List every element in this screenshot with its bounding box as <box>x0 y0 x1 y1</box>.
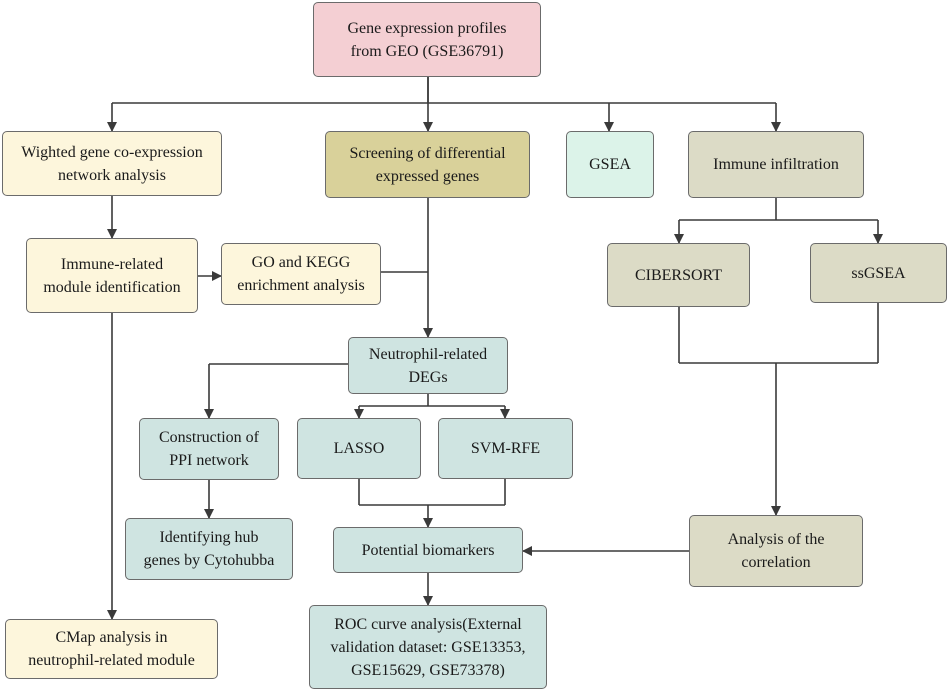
node-module-identification: Immune-related module identification <box>26 238 198 313</box>
node-ppi-label: Construction of PPI network <box>159 429 259 469</box>
node-ssgsea: ssGSEA <box>810 243 947 303</box>
node-go-kegg: GO and KEGG enrichment analysis <box>221 243 381 305</box>
node-ppi-network: Construction of PPI network <box>139 418 279 480</box>
node-neutrophil-degs: Neutrophil-related DEGs <box>348 337 508 394</box>
node-roc-label: ROC curve analysis(External validation d… <box>330 615 526 679</box>
node-immune-label: Immune infiltration <box>713 156 839 173</box>
node-svm-label: SVM-RFE <box>470 440 541 457</box>
node-hub-genes: Identifying hub genes by Cytohubba <box>125 518 293 580</box>
node-degs-label: Screening of differential expressed gene… <box>349 144 506 185</box>
node-cmap-label: CMap analysis in neutrophil-related modu… <box>28 629 195 669</box>
node-hub-label: Identifying hub genes by Cytohubba <box>143 529 275 569</box>
node-correlation-analysis: Analysis of the correlation <box>689 515 863 587</box>
node-correlation-label: Analysis of the correlation <box>727 531 825 571</box>
node-wgcna: Wighted gene co-expression network analy… <box>2 131 222 196</box>
node-neutro-label: Neutrophil-related DEGs <box>368 345 488 386</box>
node-lasso: LASSO <box>297 418 421 479</box>
node-wgcna-label: Wighted gene co-expression network analy… <box>21 143 203 184</box>
node-biomarkers-label: Potential biomarkers <box>361 541 495 559</box>
node-geo-label: Gene expression profiles from GEO (GSE36… <box>347 19 507 60</box>
node-ssgsea-label: ssGSEA <box>851 264 906 282</box>
node-geo-expression-profiles: Gene expression profiles from GEO (GSE36… <box>313 2 541 77</box>
node-cibersort: CIBERSORT <box>607 243 750 307</box>
node-module-label: Immune-related module identification <box>43 255 181 296</box>
node-cmap-analysis: CMap analysis in neutrophil-related modu… <box>5 619 218 679</box>
node-roc-analysis: ROC curve analysis(External validation d… <box>309 605 547 689</box>
node-cibersort-label: CIBERSORT <box>634 266 723 284</box>
node-lasso-label: LASSO <box>333 440 385 457</box>
node-gokegg-label: GO and KEGG enrichment analysis <box>237 254 365 294</box>
node-potential-biomarkers: Potential biomarkers <box>333 527 523 573</box>
node-gsea: GSEA <box>566 131 654 198</box>
node-immune-infiltration: Immune infiltration <box>688 131 864 198</box>
node-gsea-label: GSEA <box>589 156 631 173</box>
node-deg-screening: Screening of differential expressed gene… <box>325 131 530 198</box>
node-svm-rfe: SVM-RFE <box>438 418 573 479</box>
